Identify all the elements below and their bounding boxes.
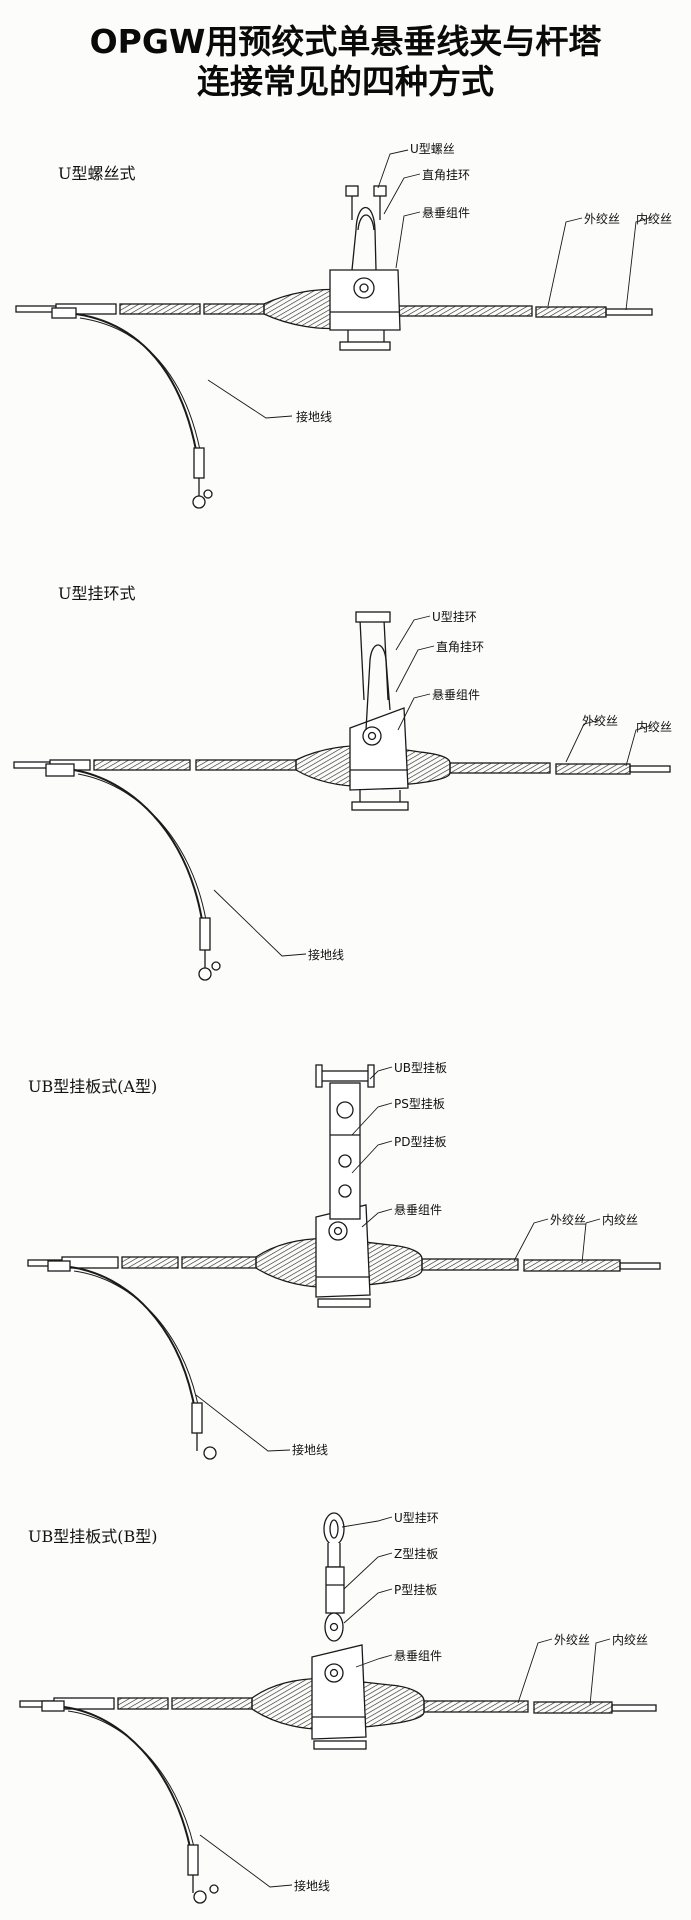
ground-wire [51,307,213,509]
label-outer-rod: 外绞丝 [582,714,619,728]
panel-heading: UB型挂板式(A型) [28,1077,158,1096]
panel-heading: UB型挂板式(B型) [28,1527,158,1546]
label-inner-rod: 内绞丝 [636,720,673,734]
page-title-line-2: 连接常见的四种方式 [197,62,494,101]
leader-lines [207,149,651,419]
ub-plate-b-clamp-diagram [19,1512,657,1904]
panel-heading: U型螺丝式 [58,164,136,183]
outer-armor-rod [49,744,631,788]
label-z-plate: Z型挂板 [394,1547,439,1561]
panel-heading: U型挂环式 [58,584,136,603]
page-title-line-1: OPGW用预绞式单悬垂线夹与杆塔 [89,22,602,61]
u-bolt-clamp-diagram [15,149,653,509]
hanging-fittings [323,1512,345,1642]
ub-plate-a-clamp-diagram [27,1064,661,1460]
label-ground-wire: 接地线 [296,410,333,424]
label-pd-plate: PD型挂板 [394,1135,447,1149]
label-ground-wire: 接地线 [292,1443,329,1457]
leader-lines [213,615,651,957]
label-suspension-assembly: 悬垂组件 [422,206,471,220]
label-p-plate: P型挂板 [394,1583,438,1597]
suspension-clamp [315,1204,371,1308]
leader-lines [195,1066,601,1452]
label-u-shackle: U型挂环 [432,610,477,624]
panel-ub-plate-a: UB型挂板式(A型) [0,1055,691,1475]
label-ground-wire: 接地线 [294,1879,331,1893]
ground-wire [45,763,221,981]
u-shackle [355,611,391,731]
suspension-clamp [311,1644,367,1750]
label-outer-rod: 外绞丝 [584,212,621,226]
label-u-shackle: U型挂环 [394,1511,439,1525]
label-suspension-assembly: 悬垂组件 [394,1649,443,1663]
suspension-clamp [329,269,401,351]
label-inner-rod: 内绞丝 [602,1213,639,1227]
u-bolt [345,185,387,271]
label-outer-rod: 外绞丝 [554,1633,591,1647]
label-ground-wire: 接地线 [308,948,345,962]
label-outer-rod: 外绞丝 [550,1213,587,1227]
label-right-angle-ring: 直角挂环 [436,640,485,654]
panel-ub-plate-b: UB型挂板式(B型) [0,1505,691,1920]
label-suspension-assembly: 悬垂组件 [432,688,481,702]
leader-lines [199,1516,611,1888]
ground-wire [47,1260,217,1460]
panel-u-bolt: U型螺丝式 [0,130,691,550]
label-right-angle-ring: 直角挂环 [422,168,471,182]
label-u-bolt: U型螺丝 [410,142,455,156]
label-ps-plate: PS型挂板 [394,1097,445,1111]
label-inner-rod: 内绞丝 [612,1633,649,1647]
panel-u-shackle: U型挂环式 [0,580,691,1000]
u-shackle-clamp-diagram [13,611,671,981]
label-suspension-assembly: 悬垂组件 [394,1203,443,1217]
page-title: OPGW用预绞式单悬垂线夹与杆塔 连接常见的四种方式 [0,22,691,102]
hanging-plates [315,1064,375,1220]
label-ub-plate: UB型挂板 [394,1061,448,1075]
suspension-clamp [349,707,409,811]
label-inner-rod: 内绞丝 [636,212,673,226]
ground-wire [41,1700,219,1904]
